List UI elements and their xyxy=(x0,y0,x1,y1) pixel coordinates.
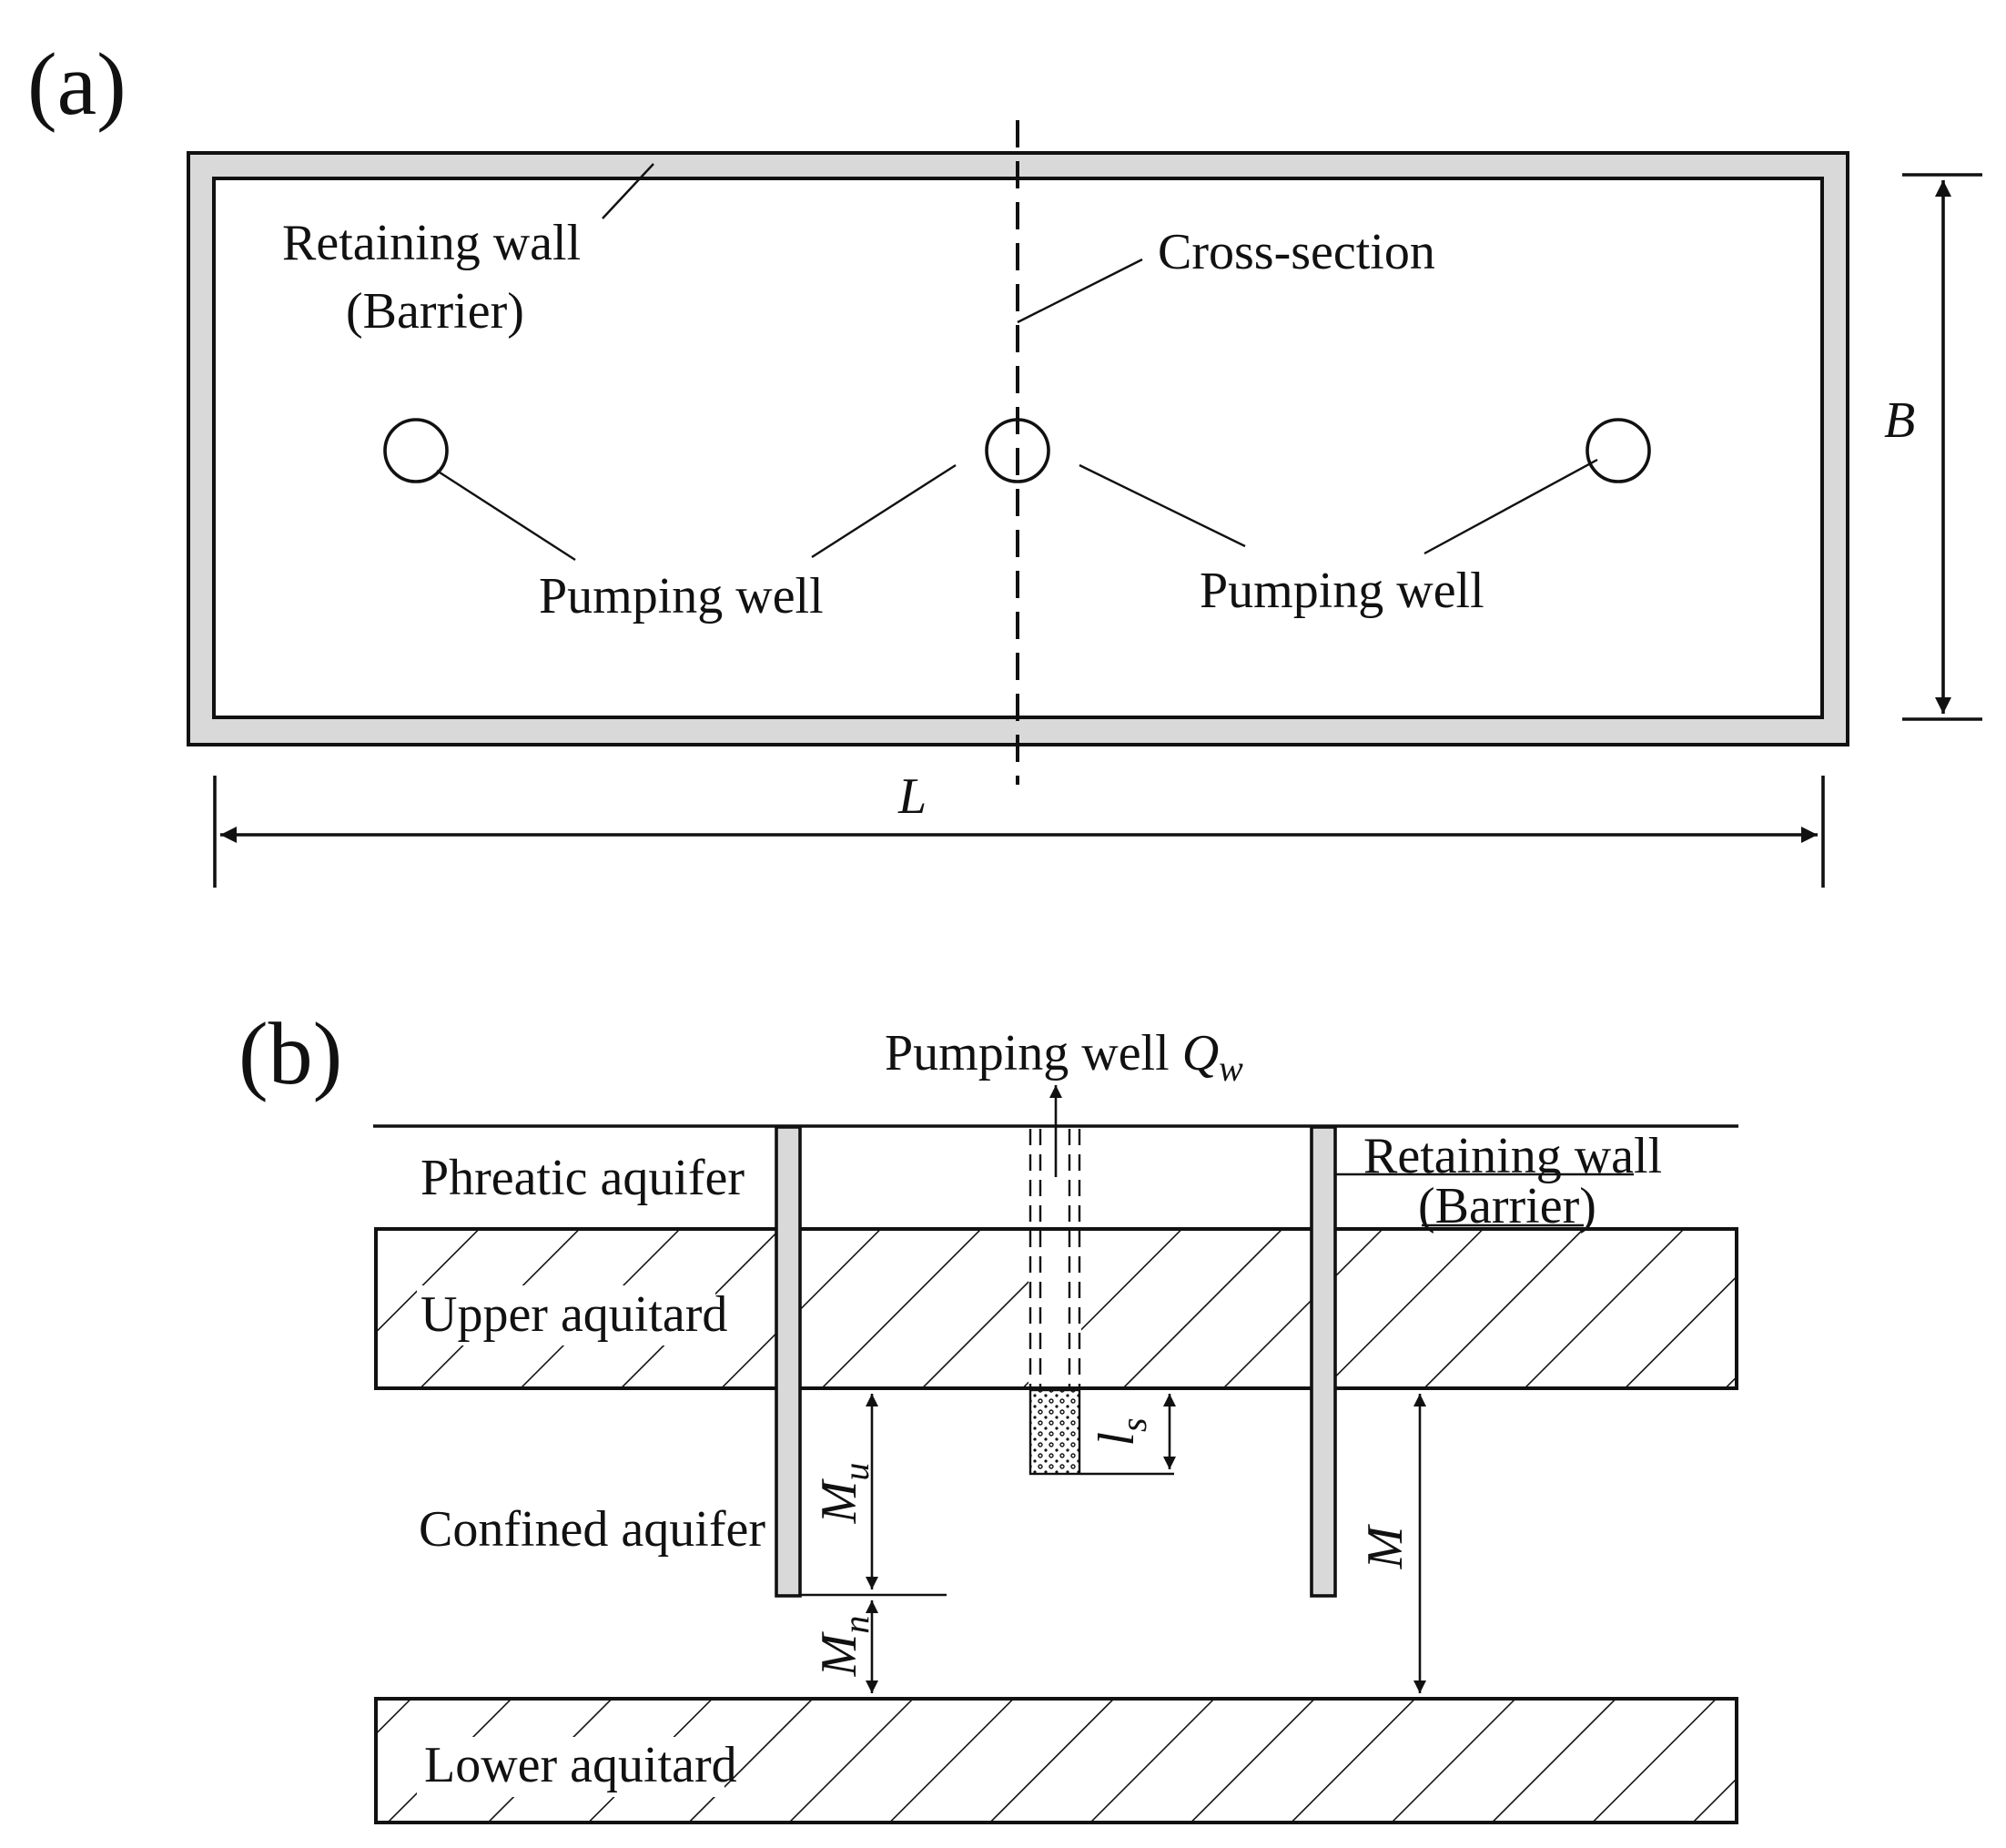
dimension-ls: ls xyxy=(1080,1394,1176,1476)
label-confined-aquifer: Confined aquifer xyxy=(419,1501,765,1558)
retaining-wall-ring xyxy=(187,151,1849,746)
label-cross-section: Cross-section xyxy=(1158,224,1435,280)
label-lower-aquitard: Lower aquitard xyxy=(424,1737,737,1793)
label-qw: Q xyxy=(1182,1025,1219,1081)
retaining-wall-right xyxy=(1310,1125,1337,1598)
label-pumping-well-right: Pumping well xyxy=(1200,563,1484,619)
panel-label-a: (a) xyxy=(27,36,127,134)
leader-well-left xyxy=(436,469,576,562)
label-dim-ls-sub: s xyxy=(1113,1417,1154,1432)
pumping-well-section xyxy=(1028,1085,1081,1476)
leader-well-right xyxy=(1423,458,1598,555)
dimension-length: L xyxy=(213,768,1825,888)
leader-well-center-left xyxy=(811,463,957,559)
leader-retaining-wall xyxy=(602,163,654,219)
upper-aquitard-label-bg xyxy=(417,1285,715,1345)
label-barrier: (Barrier) xyxy=(346,283,524,340)
label-dim-b: B xyxy=(1884,392,1915,449)
pumping-well-left xyxy=(383,418,449,483)
label-barrier-section: (Barrier) xyxy=(1418,1178,1596,1234)
svg-text:Mn: Mn xyxy=(811,1616,876,1678)
label-qw-sub: w xyxy=(1219,1048,1243,1089)
label-retaining-wall-section: Retaining wall xyxy=(1363,1128,1662,1184)
label-dim-ls: l xyxy=(1089,1432,1145,1447)
svg-text:Pumping well Qw: Pumping well Qw xyxy=(885,1025,1243,1089)
label-dim-mn-sub: n xyxy=(836,1616,876,1634)
well-screen xyxy=(1028,1388,1081,1476)
label-upper-aquitard: Upper aquitard xyxy=(420,1286,727,1343)
leader-well-center-right xyxy=(1079,463,1246,548)
section-view: (b) ls xyxy=(238,1005,1738,1824)
label-dim-mn: M xyxy=(811,1630,867,1677)
label-phreatic-aquifer: Phreatic aquifer xyxy=(420,1150,745,1206)
retaining-wall-left xyxy=(775,1125,802,1598)
pumping-well-right xyxy=(1586,418,1651,483)
plan-view: (a) Retaining wall (Barrier) Cross-secti… xyxy=(27,36,1982,888)
label-dim-mu-sub: u xyxy=(836,1463,876,1481)
svg-text:ls: ls xyxy=(1089,1417,1154,1446)
label-retaining-wall: Retaining wall xyxy=(282,215,581,271)
dimension-width: B xyxy=(1884,173,1982,721)
svg-text:Mu: Mu xyxy=(811,1463,876,1525)
lower-aquitard-label-bg xyxy=(417,1737,724,1797)
panel-label-b: (b) xyxy=(238,1005,342,1103)
label-pumping-well-left: Pumping well xyxy=(539,568,824,624)
dimension-m: M xyxy=(1357,1394,1426,1693)
pumping-well-center xyxy=(985,418,1050,483)
label-pumping-well-section: Pumping well xyxy=(885,1025,1182,1081)
label-dim-mu: M xyxy=(811,1477,867,1524)
leader-cross-section xyxy=(1017,258,1143,324)
label-dim-l: L xyxy=(897,768,927,825)
dimension-mu-mn: Mu Mn xyxy=(801,1394,947,1693)
label-dim-m: M xyxy=(1357,1523,1413,1569)
